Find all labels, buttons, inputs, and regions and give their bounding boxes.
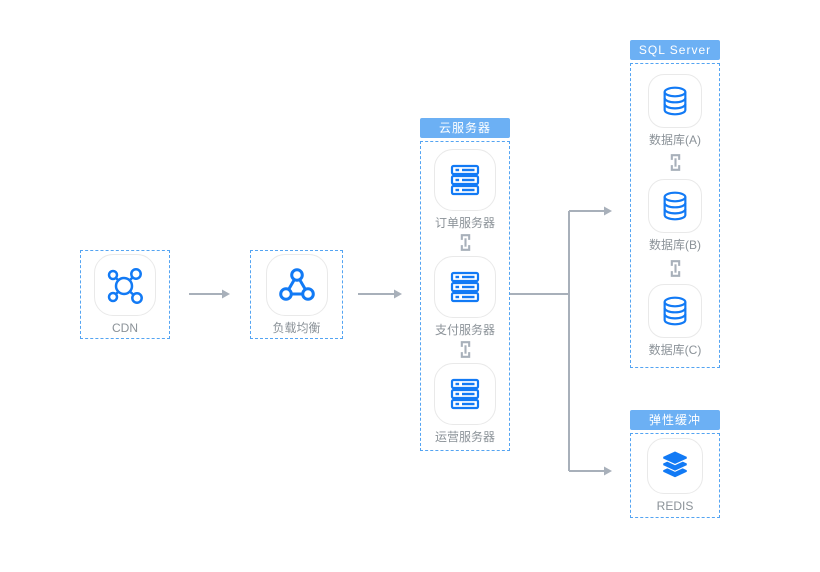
database-b-label: 数据库(B) xyxy=(649,237,701,252)
database-icon xyxy=(663,191,687,221)
database-a-item: 数据库(A) xyxy=(648,73,702,147)
cdn-network-icon xyxy=(107,268,143,304)
load-balancer-icon xyxy=(278,268,315,301)
redis-icon xyxy=(662,450,688,479)
database-icon xyxy=(663,296,687,326)
cloud-servers-group-box: 订单服务器 xyxy=(420,141,510,451)
server-icon xyxy=(450,378,480,409)
redis-label: REDIS xyxy=(656,499,694,513)
database-c-label: 数据库(C) xyxy=(648,343,702,358)
order-server-label: 订单服务器 xyxy=(434,215,495,230)
load-balancer-node: 负载均衡 xyxy=(250,250,343,339)
operations-server-tile xyxy=(434,362,496,425)
database-b-tile xyxy=(648,178,702,233)
sql-server-group-title: SQL Server xyxy=(630,40,720,60)
database-a-label: 数据库(A) xyxy=(649,132,701,147)
elastic-cache-group-title: 弹性缓冲 xyxy=(630,410,720,430)
payment-server-label: 支付服务器 xyxy=(434,322,495,337)
chain-link-icon xyxy=(460,234,470,251)
payment-server-item: 支付服务器 xyxy=(434,255,496,337)
redis-item: REDIS xyxy=(647,438,703,513)
server-icon xyxy=(450,164,480,195)
server-icon xyxy=(450,271,480,302)
order-server-item: 订单服务器 xyxy=(434,148,496,230)
cloud-servers-group: 云服务器 xyxy=(420,118,510,451)
database-icon xyxy=(663,86,687,116)
order-server-tile xyxy=(434,148,496,211)
elastic-cache-group: 弹性缓冲 REDIS xyxy=(630,410,720,518)
redis-tile xyxy=(647,438,703,494)
cdn-tile xyxy=(94,254,156,316)
database-c-item: 数据库(C) xyxy=(648,284,702,357)
sql-server-group: SQL Server 数据库(A) xyxy=(630,40,720,368)
operations-server-label: 运营服务器 xyxy=(434,429,495,444)
chain-link-icon xyxy=(460,341,470,358)
sql-server-group-box: 数据库(A) 数据库(B) xyxy=(630,63,720,368)
cloud-servers-group-title: 云服务器 xyxy=(420,118,510,138)
database-c-tile xyxy=(648,284,702,339)
operations-server-item: 运营服务器 xyxy=(434,362,496,444)
chain-link-icon xyxy=(670,259,680,277)
elastic-cache-group-box: REDIS xyxy=(630,433,720,518)
load-balancer-label: 负载均衡 xyxy=(272,321,321,335)
database-a-tile xyxy=(648,73,702,128)
chain-link-icon xyxy=(670,154,680,172)
cdn-node: CDN xyxy=(80,250,170,339)
database-b-item: 数据库(B) xyxy=(648,178,702,252)
load-balancer-tile xyxy=(265,254,328,316)
payment-server-tile xyxy=(434,255,496,318)
cdn-label: CDN xyxy=(112,321,138,335)
